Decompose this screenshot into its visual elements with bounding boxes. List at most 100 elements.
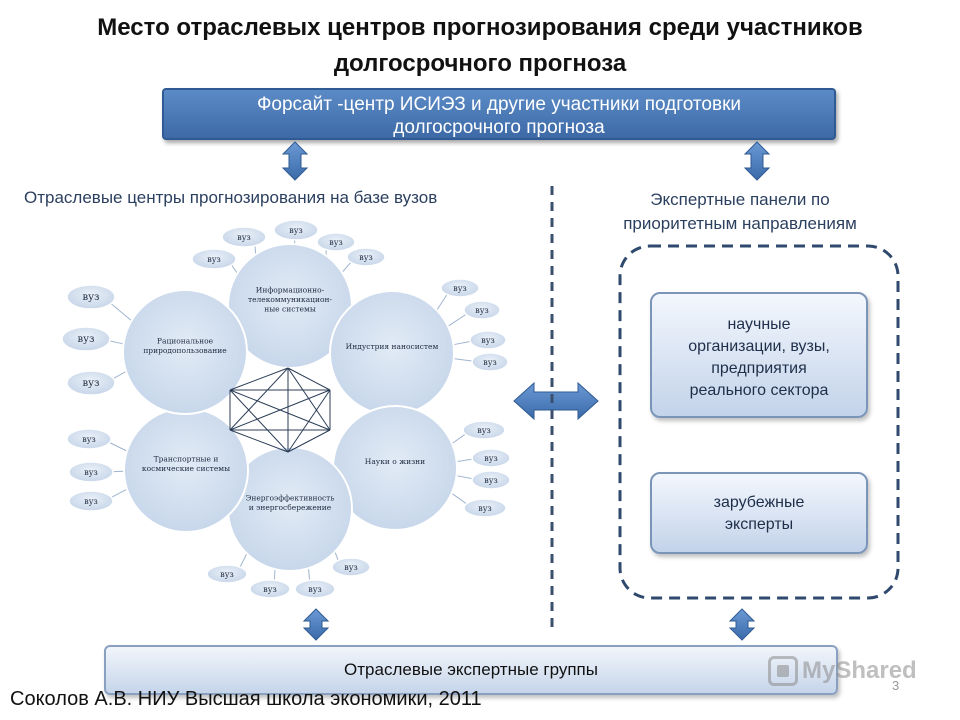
- vuz-label: вуз: [344, 563, 358, 572]
- network-line: [229, 429, 289, 453]
- network-line: [287, 389, 331, 453]
- vuz-oval: [471, 448, 511, 468]
- vuz-label: вуз: [83, 378, 100, 389]
- central-network: [229, 367, 331, 453]
- vuz-connector: [451, 432, 467, 445]
- vuz-label: вуз: [453, 284, 467, 293]
- vuz-label: вуз: [483, 358, 497, 367]
- vuz-oval: [463, 498, 507, 518]
- network-line: [229, 367, 289, 431]
- vuz-oval: [463, 300, 501, 320]
- vuz-label: вуз: [84, 497, 98, 506]
- vuz-oval: [206, 564, 248, 584]
- watermark: MyShared: [768, 656, 917, 686]
- vuz-label: вуз: [475, 306, 489, 315]
- centers-group: Информационно-телекоммуникацион-ные сист…: [61, 219, 511, 599]
- vuz-oval: [469, 330, 507, 350]
- center-label-ict: телекоммуникацион-: [248, 295, 333, 304]
- vuz-connector: [109, 302, 132, 322]
- right-section-label-line-1: Экспертные панели по: [650, 190, 830, 209]
- vuz-oval: [331, 557, 371, 577]
- vuz-oval: [68, 461, 114, 483]
- panel-orgs-line-3: предприятия: [711, 360, 807, 377]
- network-line: [229, 367, 289, 391]
- watermark-text: MyShared: [802, 657, 917, 684]
- vuz-connector: [307, 568, 311, 582]
- arrow-top-left-icon: [281, 141, 309, 181]
- foresight-center-line-1: Форсайт -центр ИСИЭЗ и другие участники …: [256, 94, 742, 115]
- vuz-oval: [316, 232, 356, 252]
- arrow-bottom-right-icon: [728, 608, 756, 641]
- center-label-transport-space: Транспортные и: [154, 454, 219, 463]
- panel-foreign-line-1: зарубежные: [713, 494, 805, 511]
- vuz-oval: [440, 278, 480, 298]
- vuz-connector: [436, 293, 449, 311]
- vuz-label: вуз: [207, 255, 221, 264]
- vuz-oval: [471, 470, 511, 490]
- vuz-oval: [294, 579, 336, 599]
- panel-orgs-line-2: организации, вузы,: [688, 338, 830, 355]
- vuz-oval: [191, 248, 237, 270]
- network-line: [229, 389, 289, 453]
- center-circle-nanosystems: [329, 290, 455, 416]
- vuz-connector: [109, 488, 128, 499]
- vuz-label: вуз: [484, 454, 498, 463]
- vuz-connector: [107, 441, 128, 452]
- vuz-connector: [453, 340, 473, 346]
- network-line: [287, 367, 331, 431]
- center-label-nature-management: природопользование: [143, 346, 227, 355]
- center-circle-nature-management: [122, 289, 248, 415]
- vuz-oval: [61, 326, 111, 352]
- vuz-oval: [221, 226, 267, 248]
- center-label-nature-management: Рациональное: [157, 336, 214, 345]
- center-label-energy-efficiency: Энергоэффективность: [246, 493, 335, 502]
- network-line: [287, 367, 331, 391]
- watermark-logo-icon: [768, 656, 798, 686]
- panel-foreign-experts: зарубежные эксперты: [650, 472, 868, 554]
- vuz-oval: [249, 579, 291, 599]
- network-line: [229, 389, 331, 431]
- vuz-oval: [68, 490, 114, 512]
- vuz-label: вуз: [237, 233, 251, 242]
- vuz-oval: [346, 247, 386, 267]
- right-section-label-line-2: приоритетным направлениям: [623, 214, 857, 233]
- title-line-2: долгосрочного прогноза: [333, 50, 627, 77]
- expert-panels-frame: [618, 244, 900, 600]
- vuz-label: вуз: [308, 585, 322, 594]
- center-label-energy-efficiency: и энергосбережение: [249, 503, 332, 512]
- center-label-transport-space: космические системы: [142, 464, 230, 473]
- vuz-label: вуз: [220, 570, 234, 579]
- vuz-label: вуз: [329, 238, 343, 247]
- expert-groups-box: Отраслевые экспертные группы: [104, 645, 838, 695]
- vuz-connector: [273, 569, 276, 582]
- vuz-oval: [66, 428, 112, 450]
- vuz-label: вуз: [484, 476, 498, 485]
- vuz-label: вуз: [359, 253, 373, 262]
- vuz-oval: [66, 370, 116, 396]
- arrow-bottom-left-icon: [302, 608, 330, 641]
- vuz-connector: [451, 492, 469, 506]
- center-label-nanosystems: Индустрия наносистем: [346, 342, 439, 351]
- vuz-connector: [447, 313, 468, 327]
- vuz-label: вуз: [82, 435, 96, 444]
- vuz-label: вуз: [289, 226, 303, 235]
- author-footer: Соколов А.В. НИУ Высшая школа экономики,…: [10, 688, 482, 710]
- right-section-label: Экспертные панели по приоритетным направ…: [580, 188, 900, 236]
- arrow-top-right-icon: [743, 141, 771, 181]
- center-label-ict: Информационно-: [256, 286, 325, 295]
- vuz-label: вуз: [78, 334, 95, 345]
- vuz-connector: [456, 475, 475, 480]
- vuz-label: вуз: [83, 292, 100, 303]
- vuz-connector: [239, 553, 248, 569]
- panel-orgs-line-4: реального сектора: [689, 382, 829, 399]
- vuz-connector: [456, 458, 475, 463]
- vuz-connector: [341, 261, 353, 273]
- panel-orgs-line-1: научные: [727, 316, 791, 333]
- vuz-oval: [66, 284, 116, 310]
- vuz-oval: [471, 352, 509, 372]
- page-number: 3: [892, 678, 900, 693]
- network-line: [287, 429, 331, 453]
- foresight-center-box: Форсайт -центр ИСИЭЗ и другие участники …: [162, 88, 836, 140]
- panel-scientific-organizations: научные организации, вузы, предприятия р…: [650, 292, 868, 418]
